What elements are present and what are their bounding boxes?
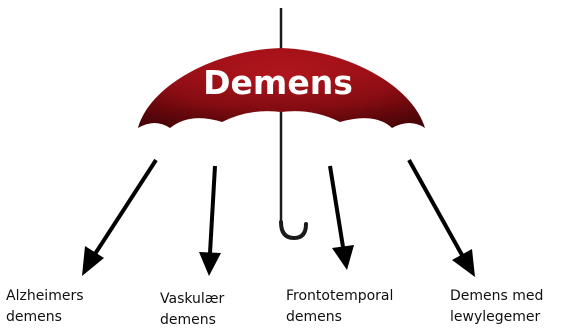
branch-label-frontotemporal: Frontotemporal demens bbox=[286, 286, 393, 328]
arrow-vaskulaer bbox=[199, 166, 221, 276]
branch-label-vaskulaer: Vaskulær demens bbox=[160, 289, 224, 331]
branch-label-line2: demens bbox=[286, 307, 393, 328]
branch-label-line2: demens bbox=[160, 310, 224, 331]
arrow-alzheimers bbox=[82, 160, 156, 276]
branch-label-line1: Demens med bbox=[450, 286, 543, 307]
branch-label-alzheimers: Alzheimers demens bbox=[6, 286, 84, 328]
branch-label-lewylegemer: Demens med lewylegemer bbox=[450, 286, 543, 328]
branch-label-line2: demens bbox=[6, 307, 84, 328]
branch-label-line1: Alzheimers bbox=[6, 286, 84, 307]
arrow-lewylegemer bbox=[409, 160, 475, 277]
arrow-frontotemporal bbox=[330, 166, 354, 270]
branch-label-line2: lewylegemer bbox=[450, 307, 543, 328]
branch-label-line1: Frontotemporal bbox=[286, 286, 393, 307]
diagram-title: Demens bbox=[188, 63, 368, 103]
branch-label-line1: Vaskulær bbox=[160, 289, 224, 310]
umbrella-handle bbox=[281, 222, 306, 238]
